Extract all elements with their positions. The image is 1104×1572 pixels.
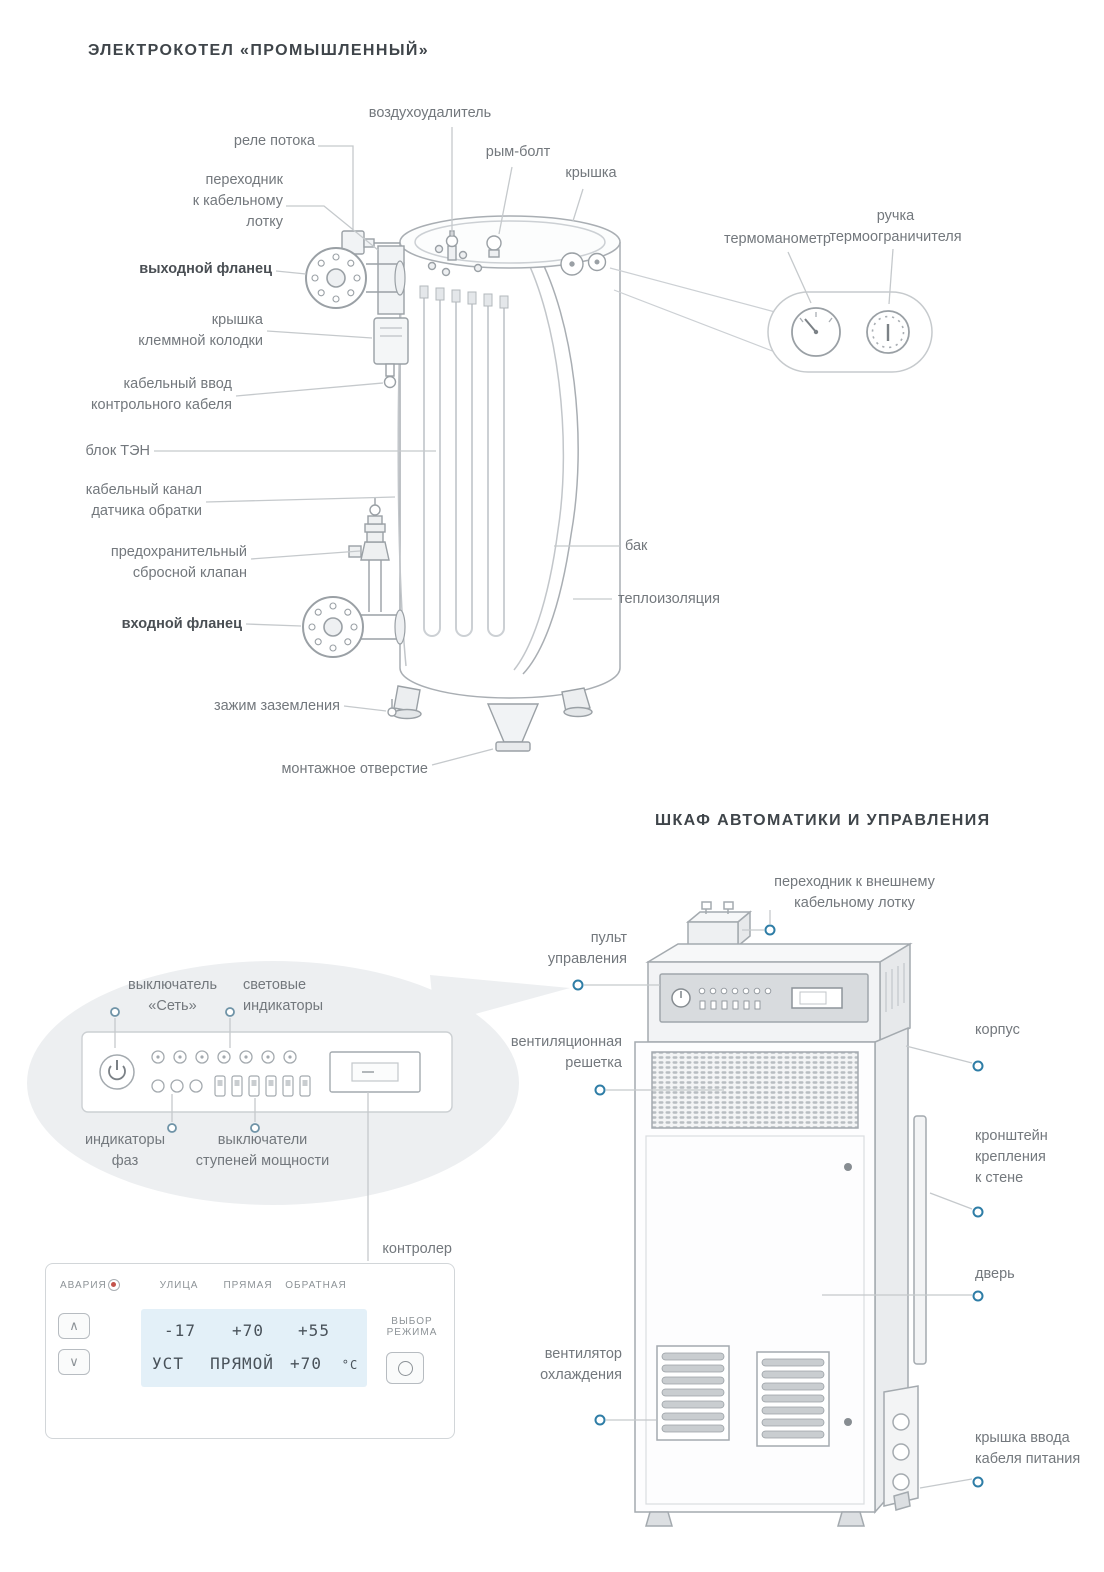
- column-supply-label: ПРЯМАЯ: [223, 1280, 273, 1291]
- display-street-value: -17: [164, 1321, 196, 1340]
- door-outline: [645, 1135, 865, 1505]
- safety-valve-figure: [348, 497, 390, 612]
- cable-gland-icon: [383, 375, 397, 389]
- mode-button: [386, 1352, 424, 1384]
- heating-tubes: [423, 298, 505, 637]
- label-thermomanometer: термоманометр: [723, 231, 831, 247]
- label-power-cable-cover: крышка ввода кабеля питания: [975, 1430, 1081, 1467]
- label-air-vent: воздухоудалитель: [368, 105, 492, 121]
- label-thermostat-knob: ручка термоограничителя: [829, 208, 962, 245]
- label-step-switches: выключатели ступеней мощности: [195, 1132, 330, 1169]
- label-cooling-fan: вентилятор охлаждения: [540, 1346, 622, 1383]
- cabinet-figure: [634, 901, 927, 1527]
- phase-lights: [151, 1079, 203, 1093]
- cooling-vent-figure: [656, 1345, 830, 1447]
- label-control-cable-entry: кабельный ввод контрольного кабеля: [91, 376, 232, 413]
- console-panel-figure: [659, 973, 869, 1023]
- outlet-flange-figure: [305, 247, 406, 309]
- alarm-label: АВАРИЯ: [60, 1280, 107, 1291]
- label-outlet-flange: выходной фланец: [139, 261, 272, 277]
- label-cable-tray-adapter: переходник к кабельному лотку: [192, 172, 283, 230]
- alarm-led-icon: [108, 1279, 120, 1291]
- label-wall-bracket: кронштейн крепления к стене: [975, 1128, 1048, 1186]
- gauges-detail: [609, 267, 933, 373]
- mode-button-icon: [397, 1360, 413, 1376]
- terminal-box-icon: [373, 317, 409, 365]
- label-vent-grille: вентиляционная решетка: [510, 1034, 622, 1071]
- label-phase-indicators: индикаторы фаз: [84, 1132, 166, 1169]
- display-unit-label: °C: [341, 1358, 359, 1372]
- up-button: ∧: [58, 1313, 90, 1339]
- power-switch-icon: [99, 1054, 135, 1090]
- display-mode-label: ПРЯМОЙ: [210, 1354, 274, 1373]
- cabinet-feet: [645, 1491, 911, 1527]
- label-return-sensor-duct: кабельный канал датчика обратки: [85, 482, 202, 519]
- tube-caps: [419, 285, 509, 309]
- controller-display: -17 +70 +55 УСТ ПРЯМОЙ +70 °C: [141, 1309, 367, 1387]
- wall-bracket-figure: [913, 1115, 927, 1365]
- door-fastener-icon: [844, 1163, 852, 1171]
- label-external-tray-adapter: переходник к внешнему кабельному лотку: [774, 874, 935, 911]
- step-switches-figure: [214, 1075, 311, 1097]
- label-tank: бак: [625, 538, 648, 554]
- cabinet-title: ШКАФ АВТОМАТИКИ И УПРАВЛЕНИЯ: [655, 812, 991, 829]
- eye-bolt-icon: [486, 235, 502, 251]
- inlet-flange-figure: [302, 596, 406, 658]
- label-terminal-box-cover: крышка клеммной колодки: [138, 312, 263, 349]
- cable-cover-figure: [883, 1385, 919, 1507]
- label-control-console: пульт управления: [547, 930, 627, 967]
- label-flow-relay: реле потока: [233, 133, 315, 149]
- label-mounting-hole: монтажное отверстие: [281, 761, 428, 777]
- column-return-label: ОБРАТНАЯ: [285, 1280, 347, 1291]
- label-cabinet-body: корпус: [975, 1022, 1020, 1038]
- air-vent-icon: [447, 245, 457, 261]
- label-ground-clamp: зажим заземления: [213, 698, 340, 714]
- mode-select-label: ВЫБОР РЕЖИМА: [386, 1316, 438, 1338]
- display-set-label: УСТ: [152, 1354, 184, 1373]
- door-fastener-icon: [844, 1418, 852, 1426]
- label-door: дверь: [975, 1266, 1015, 1282]
- label-controller: контролер: [382, 1241, 452, 1257]
- controller-figure: АВАРИЯ УЛИЦА ПРЯМАЯ ОБРАТНАЯ ∧ ∨ -17 +70…: [45, 1263, 455, 1439]
- cabinet-adapter-figure: [685, 901, 753, 948]
- label-safety-valve: предохранительный сбросной клапан: [110, 544, 247, 581]
- display-supply-value: +70: [232, 1321, 264, 1340]
- label-lid: крышка: [565, 165, 617, 181]
- label-insulation: теплоизоляция: [618, 591, 720, 607]
- lid-fittings: [427, 230, 607, 277]
- label-power-switch: выключатель «Сеть»: [127, 977, 218, 1014]
- label-heating-block: блок ТЭН: [85, 443, 150, 459]
- boiler-figure: [302, 215, 621, 752]
- column-street-label: УЛИЦА: [159, 1280, 199, 1291]
- ground-clamp-icon: [387, 707, 397, 717]
- label-inlet-flange: входной фланец: [121, 616, 242, 632]
- label-indicators: световые индикаторы: [243, 977, 324, 1014]
- display-return-value: +55: [298, 1321, 330, 1340]
- leader-lines: [114, 127, 973, 1489]
- mounting-bracket-icon: [486, 703, 540, 743]
- boiler-feet: [387, 685, 593, 752]
- label-eye-bolt: рым-болт: [485, 144, 551, 160]
- label-dots: [110, 924, 984, 1488]
- boiler-title: ЭЛЕКТРОКОТЕЛ «ПРОМЫШЛЕННЫЙ»: [88, 42, 430, 59]
- down-button: ∨: [58, 1349, 90, 1375]
- display-set-value: +70: [290, 1354, 322, 1373]
- control-panel-callout: [27, 961, 570, 1205]
